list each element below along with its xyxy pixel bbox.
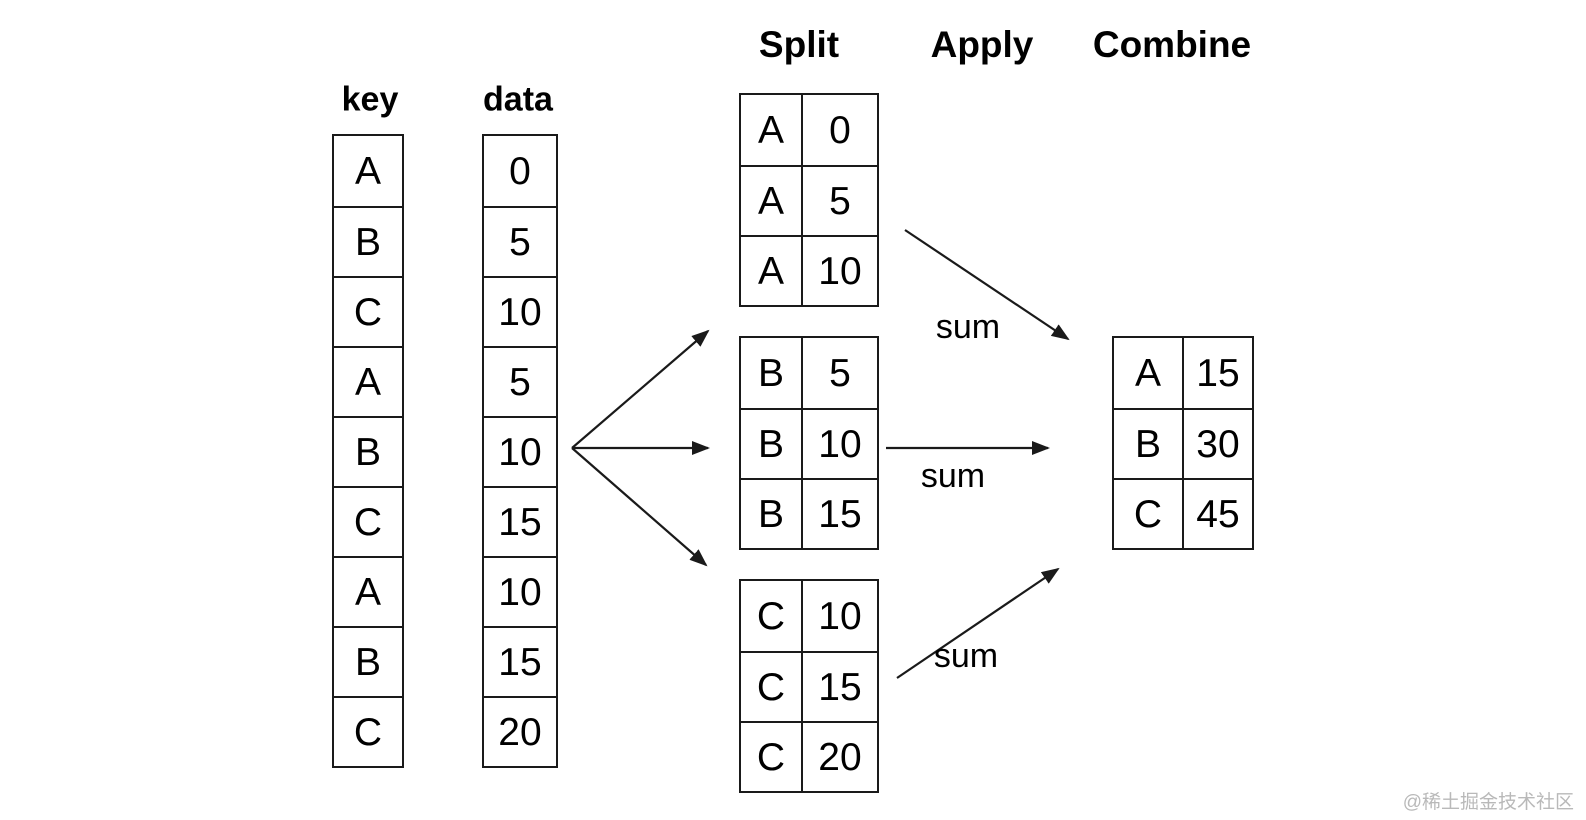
group-value-cell: 15 bbox=[803, 478, 877, 548]
split-group-a-table: A 0 A 5 A 10 bbox=[739, 93, 879, 307]
result-value-cell: 30 bbox=[1184, 408, 1252, 478]
data-cell: 5 bbox=[484, 206, 556, 276]
group-value-cell: 5 bbox=[829, 351, 851, 395]
group-value-cell: 0 bbox=[829, 108, 851, 152]
split-group-c-table: C 10 C 15 C 20 bbox=[739, 579, 879, 793]
group-value-cell: 10 bbox=[818, 594, 862, 638]
data-cell: 0 bbox=[509, 149, 531, 193]
group-key-cell: B bbox=[741, 338, 803, 408]
group-key-cell: A bbox=[741, 95, 803, 165]
fanout-arrow-to-group-a bbox=[571, 329, 710, 449]
fanout-arrow-to-group-c bbox=[571, 447, 708, 567]
key-column-header: key bbox=[341, 80, 399, 119]
key-cell: B bbox=[334, 626, 402, 696]
data-cell: 5 bbox=[484, 346, 556, 416]
key-cell: C bbox=[334, 486, 402, 556]
group-value-cell: 10 bbox=[803, 408, 877, 478]
stage-label-combine: Combine bbox=[1092, 24, 1252, 65]
group-value-cell: 5 bbox=[803, 165, 877, 235]
data-cell: 15 bbox=[484, 626, 556, 696]
key-cell: B bbox=[334, 206, 402, 276]
result-value-cell: 45 bbox=[1184, 478, 1252, 548]
group-value-cell: 10 bbox=[803, 235, 877, 305]
result-key-cell: A bbox=[1114, 338, 1184, 408]
data-cell: 10 bbox=[484, 276, 556, 346]
split-group-b-table: B 5 B 10 B 15 bbox=[739, 336, 879, 550]
stage-label-split: Split bbox=[758, 24, 840, 65]
group-key-cell: B bbox=[741, 478, 803, 548]
key-cell: A bbox=[334, 556, 402, 626]
group-key-cell: C bbox=[741, 581, 803, 651]
key-cell: B bbox=[334, 416, 402, 486]
group-value-cell: 20 bbox=[803, 721, 877, 791]
key-cell: C bbox=[334, 696, 402, 766]
result-key-cell: B bbox=[1114, 408, 1184, 478]
group-key-cell: C bbox=[741, 651, 803, 721]
group-key-cell: A bbox=[741, 235, 803, 305]
data-cell: 20 bbox=[484, 696, 556, 766]
result-value-cell: 15 bbox=[1196, 351, 1240, 395]
key-cell: A bbox=[354, 149, 381, 193]
key-cell: A bbox=[334, 346, 402, 416]
sum-label-group-c: sum bbox=[933, 637, 999, 675]
stage-label-apply: Apply bbox=[930, 24, 1034, 65]
key-column-table: A B C A B C A B C bbox=[332, 134, 404, 768]
result-key-cell: C bbox=[1114, 478, 1184, 548]
data-column-header: data bbox=[483, 80, 553, 119]
group-key-cell: C bbox=[741, 721, 803, 791]
group-key-cell: B bbox=[741, 408, 803, 478]
data-cell: 15 bbox=[484, 486, 556, 556]
data-cell: 10 bbox=[484, 556, 556, 626]
group-key-cell: A bbox=[741, 165, 803, 235]
sum-label-group-a: sum bbox=[935, 308, 1001, 346]
key-cell: C bbox=[334, 276, 402, 346]
watermark-text: @稀土掘金技术社区 bbox=[1402, 792, 1574, 813]
data-column-table: 0 5 10 5 10 15 10 15 20 bbox=[482, 134, 558, 768]
data-cell: 10 bbox=[484, 416, 556, 486]
sum-label-group-b: sum bbox=[920, 457, 986, 495]
group-value-cell: 15 bbox=[803, 651, 877, 721]
combine-result-table: A 15 B 30 C 45 bbox=[1112, 336, 1254, 550]
